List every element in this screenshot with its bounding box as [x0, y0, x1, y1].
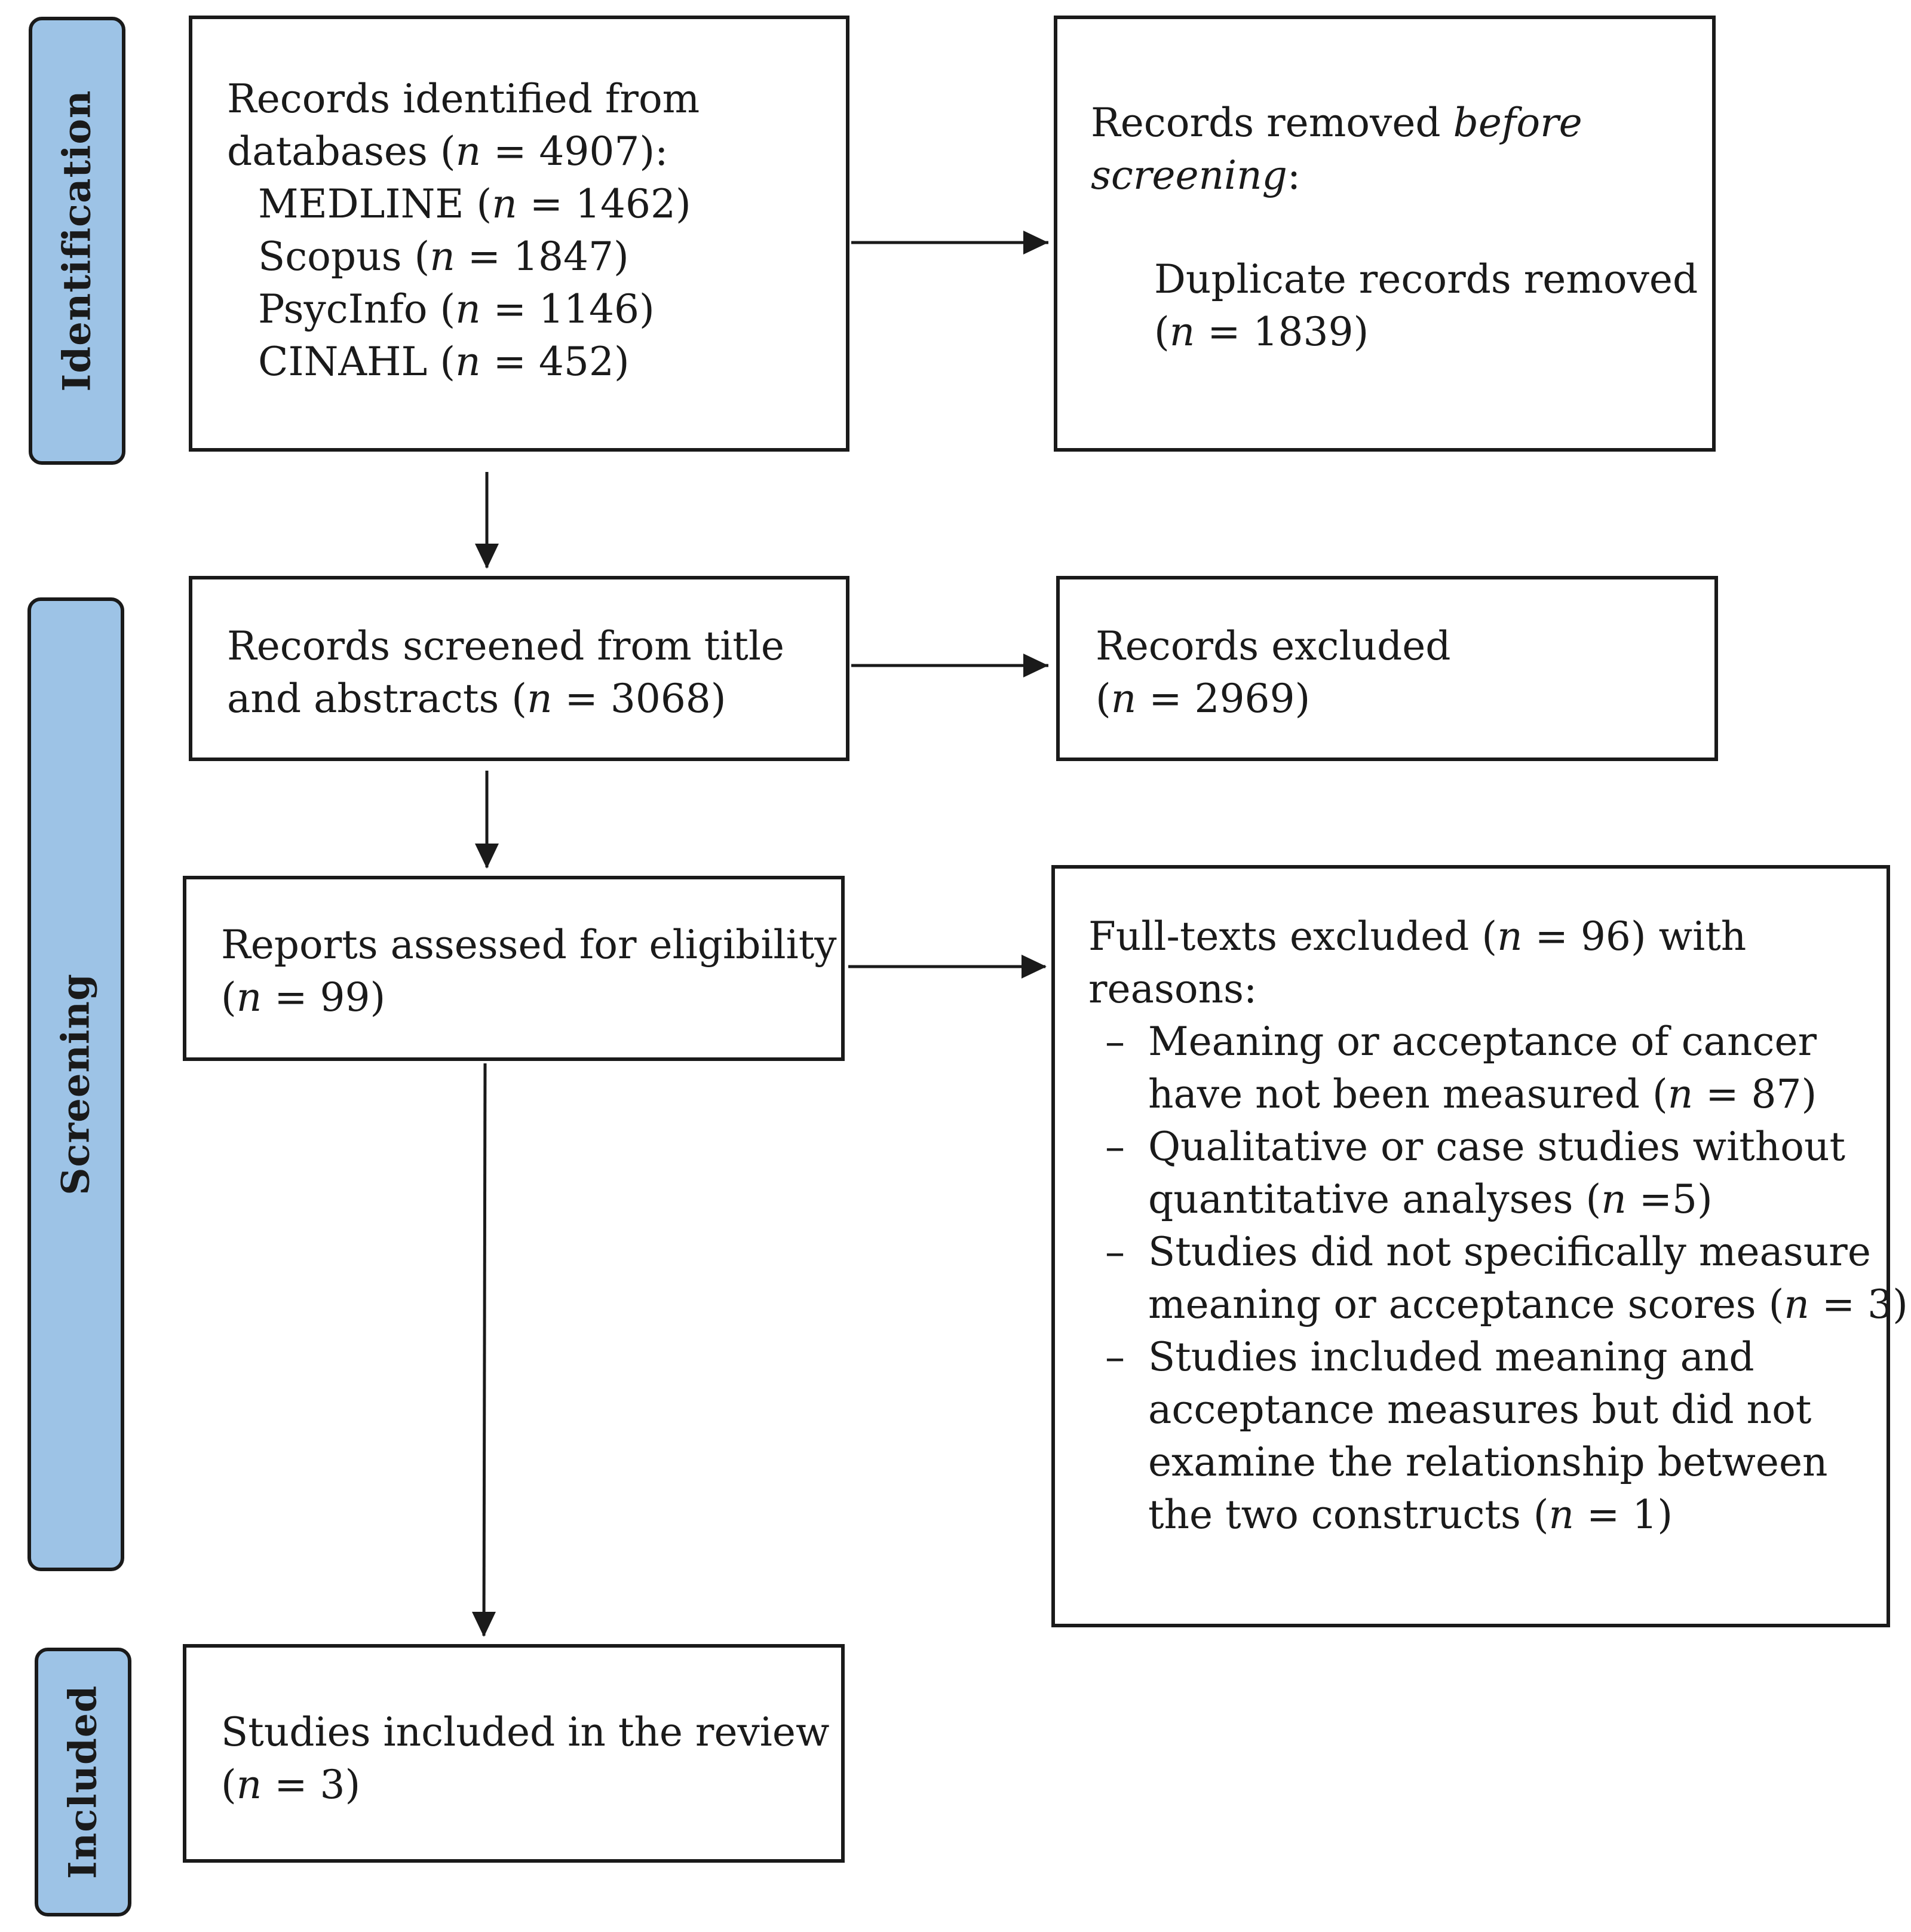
source-scopus: Scopus (n = 1847) — [258, 234, 629, 280]
fulltext-line-1: Full-texts excluded (n = 96) with — [1088, 913, 1747, 959]
exclusion-reason-item: – Meaning or acceptance of cancer have n… — [1088, 1016, 1887, 1121]
records-identified-box: Records identified from databases (n = 4… — [189, 16, 849, 452]
reports-assessed-box: Reports assessed for eligibility (n = 99… — [183, 876, 845, 1061]
records-excluded-box: Records excluded (n = 2969) — [1056, 576, 1718, 761]
included-line-1: Studies included in the review — [221, 1709, 830, 1755]
arrowhead-down — [472, 1612, 496, 1637]
exclusion-reason-item: – Studies included meaning and acceptanc… — [1088, 1331, 1887, 1541]
dash-bullet: – — [1105, 1229, 1125, 1275]
fulltext-line-2: reasons: — [1088, 966, 1257, 1012]
phase-screening: Screening — [27, 597, 124, 1571]
source-psycinfo: PsycInfo (n = 1146) — [258, 286, 655, 332]
exclusion-reason-item: – Qualitative or case studies without qu… — [1088, 1121, 1887, 1226]
dash-bullet: – — [1105, 1019, 1125, 1065]
duplicates-line-2: (n = 1839) — [1154, 309, 1369, 355]
arrowhead-down — [475, 844, 499, 869]
identified-line-1: Records identified from — [227, 76, 700, 122]
dash-bullet: – — [1105, 1334, 1125, 1380]
dash-bullet: – — [1105, 1124, 1125, 1170]
excluded-line-1: Records excluded — [1096, 623, 1451, 669]
excluded-line-2: (n = 2969) — [1096, 676, 1311, 722]
removed-line-2: screening: — [1091, 152, 1301, 198]
studies-included-box: Studies included in the review (n = 3) — [183, 1644, 845, 1863]
source-medline: MEDLINE (n = 1462) — [258, 181, 691, 227]
arrowhead-right — [1022, 955, 1047, 979]
identified-line-2: databases (n = 4907): — [227, 128, 668, 174]
source-cinahl: CINAHL (n = 452) — [258, 339, 630, 385]
assessed-line-2: (n = 99) — [221, 974, 386, 1020]
phase-included: Included — [35, 1648, 131, 1916]
exclusion-reason-item: – Studies did not specifically measure m… — [1088, 1226, 1908, 1331]
fulltexts-excluded-box: Full-texts excluded (n = 96) with reason… — [1051, 865, 1908, 1627]
records-screened-box: Records screened from title and abstract… — [189, 576, 849, 761]
arrow-assessed-to-included — [482, 1063, 487, 1636]
arrowhead-right — [1023, 231, 1048, 254]
records-removed-box: Records removed before screening: Duplic… — [1054, 16, 1716, 452]
screened-line-2: and abstracts (n = 3068) — [227, 676, 726, 722]
included-line-2: (n = 3) — [221, 1762, 361, 1808]
phase-identification: Identification — [29, 17, 125, 465]
arrowhead-right — [1023, 654, 1048, 677]
arrowhead-down — [475, 544, 499, 569]
duplicates-line-1: Duplicate records removed — [1154, 256, 1698, 302]
assessed-line-1: Reports assessed for eligibility — [221, 922, 837, 968]
removed-line-1: Records removed before — [1091, 100, 1582, 146]
screened-line-1: Records screened from title — [227, 623, 784, 669]
